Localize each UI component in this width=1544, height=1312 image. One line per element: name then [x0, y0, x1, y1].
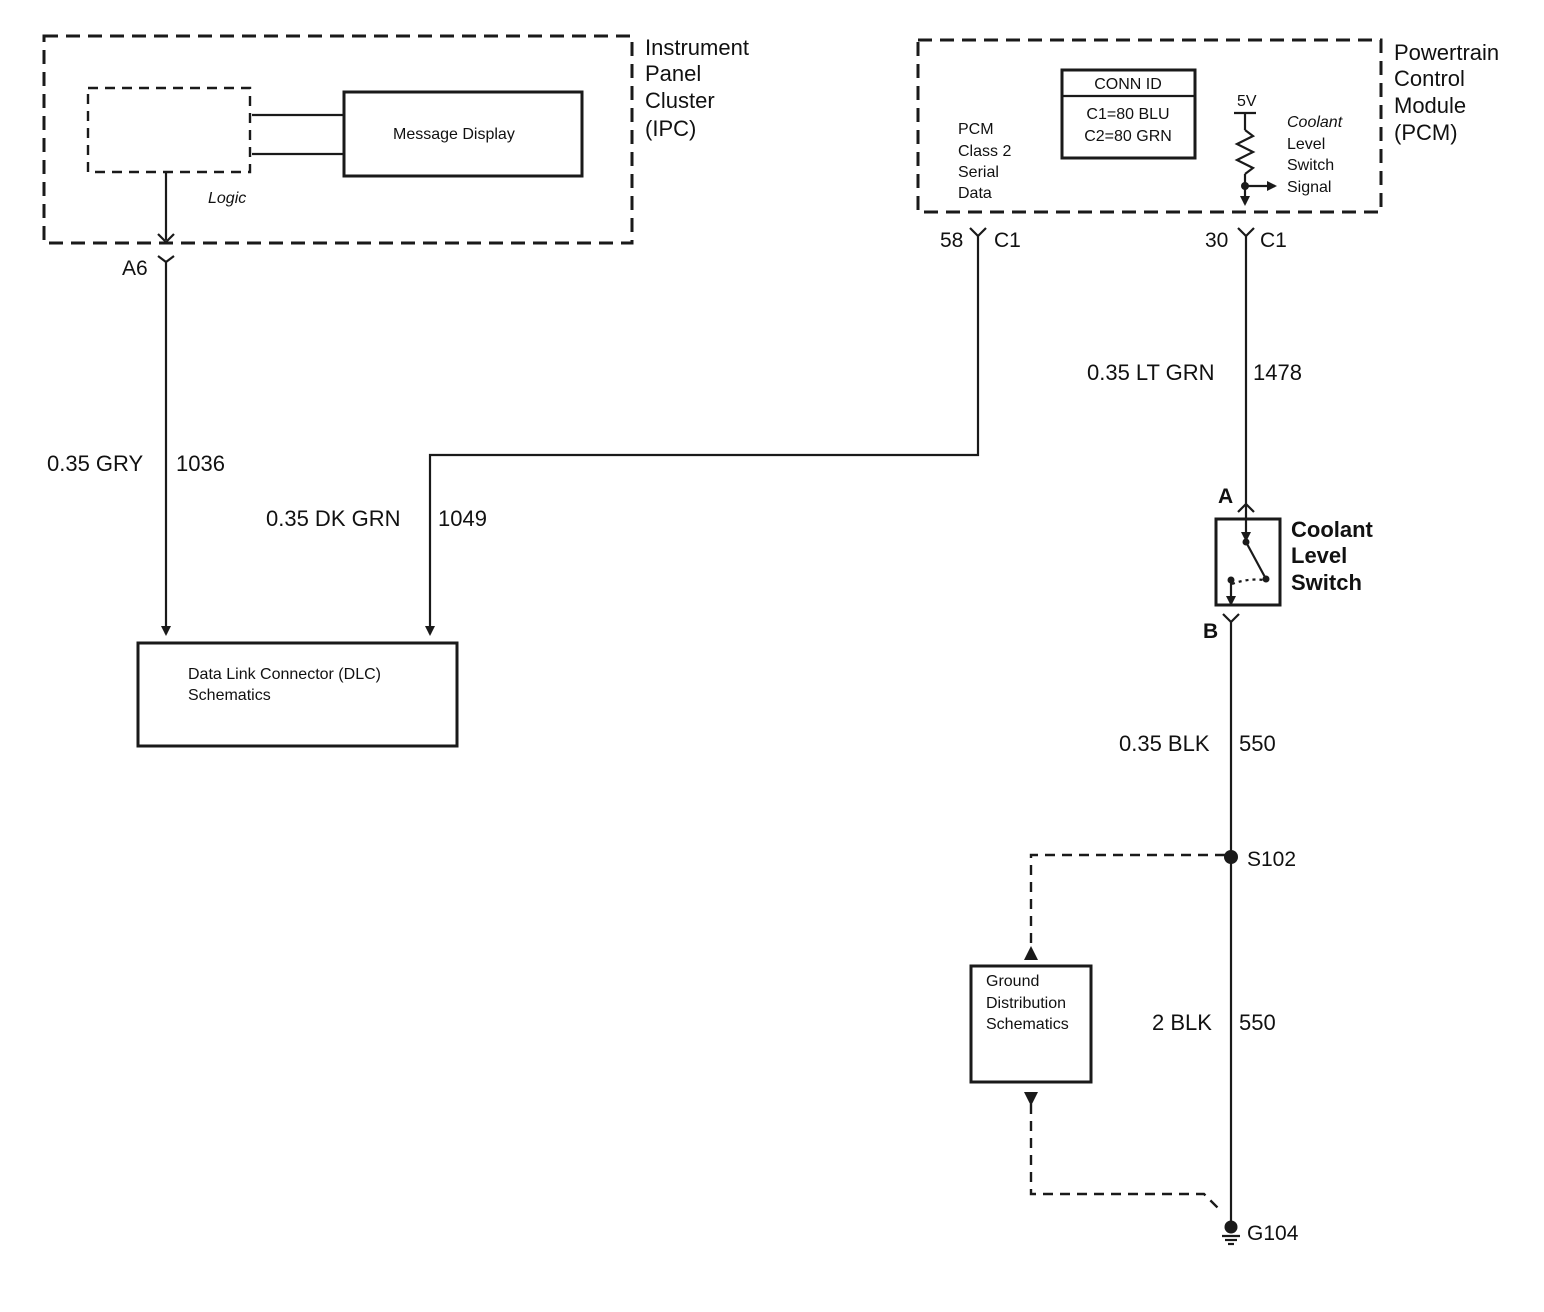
pcm-name-line-2: Control — [1394, 66, 1465, 91]
pcm-pin-30-connector: C1 — [1260, 229, 1287, 252]
wire-1478: 0.35 LT GRN 1478 — [1087, 236, 1302, 508]
dlc-label-line-2: Schematics — [188, 687, 271, 704]
pcm-pin-30-number: 30 — [1205, 229, 1228, 252]
ipc-name-line-2: Panel — [645, 61, 701, 86]
wire-1049-gauge-color: 0.35 DK GRN — [266, 506, 401, 531]
wire-1049: 0.35 DK GRN 1049 — [266, 236, 980, 636]
wire-1478-circuit: 1478 — [1253, 360, 1302, 385]
ipc-name-line-1: Instrument — [645, 35, 749, 60]
switch-body — [1214, 517, 1282, 607]
serial-data-line-2: Class 2 — [958, 143, 1011, 160]
wire-550-lower: 2 BLK 550 — [1152, 857, 1276, 1226]
switch-dotted-link — [1231, 578, 1265, 586]
pullup-voltage-label: 5V — [1237, 93, 1257, 110]
conn-id-line-1: C1=80 BLU — [1086, 106, 1169, 123]
pcm-name-line-1: Powertrain — [1394, 40, 1499, 65]
wire-1049-circuit: 1049 — [438, 506, 487, 531]
conn-id-box: CONN ID C1=80 BLU C2=80 GRN — [1060, 68, 1197, 160]
ipc-name-line-4: (IPC) — [645, 116, 696, 141]
dlc-label-line-1: Data Link Connector (DLC) — [188, 666, 381, 683]
signal-line-4: Signal — [1287, 179, 1331, 196]
switch-contact-arm — [1245, 541, 1267, 580]
wire-1036: 0.35 GRY 1036 — [47, 262, 225, 636]
ipc-pin-a6-label: A6 — [122, 257, 148, 280]
wire-550-upper-gauge-color: 0.35 BLK — [1119, 731, 1210, 756]
pcm-name-line-3: Module — [1394, 93, 1466, 118]
switch-pin-a-label: A — [1218, 485, 1233, 508]
ground-distribution-block: Ground Distribution Schematics — [969, 964, 1093, 1084]
message-display-label: Message Display — [393, 126, 515, 143]
pcm-pin-58-connector: C1 — [994, 229, 1021, 252]
ipc-module: Instrument Panel Cluster (IPC) Logic Mes… — [42, 34, 749, 245]
ipc-logic-label: Logic — [208, 190, 246, 207]
pcm-pin-30: 30 C1 — [1205, 227, 1287, 252]
conn-id-title: CONN ID — [1094, 76, 1162, 93]
pcm-pin-58: 58 C1 — [940, 227, 1021, 252]
pcm-dashed-boundary — [916, 38, 1383, 214]
pcm-module: Powertrain Control Module (PCM) CONN ID … — [916, 38, 1499, 214]
ground-distribution-reference — [1024, 853, 1225, 1213]
ipc-logic-block — [86, 86, 252, 174]
serial-data-line-3: Serial — [958, 164, 999, 181]
switch-name-line-3: Switch — [1291, 570, 1362, 595]
ground-g104: G104 — [1222, 1220, 1299, 1246]
ground-distribution-line-1: Ground — [986, 973, 1039, 990]
wire-550-lower-gauge-color: 2 BLK — [1152, 1010, 1212, 1035]
wire-1036-circuit: 1036 — [176, 451, 225, 476]
switch-pin-b-label: B — [1203, 620, 1218, 643]
ground-distribution-line-2: Distribution — [986, 995, 1066, 1012]
dlc-block: Data Link Connector (DLC) Schematics — [136, 641, 459, 748]
ground-g104-label: G104 — [1247, 1222, 1299, 1245]
coolant-level-switch: A B Coolant Level Switch — [1203, 485, 1374, 643]
wire-550-lower-circuit: 550 — [1239, 1010, 1276, 1035]
wire-550-upper: 0.35 BLK 550 — [1119, 622, 1276, 857]
message-display-block — [342, 90, 584, 178]
switch-name-line-1: Coolant — [1291, 517, 1374, 542]
signal-line-2: Level — [1287, 136, 1325, 153]
ground-distribution-line-3: Schematics — [986, 1016, 1069, 1033]
wire-1036-gauge-color: 0.35 GRY — [47, 451, 144, 476]
serial-data-line-4: Data — [958, 185, 992, 202]
splice-s102-label: S102 — [1247, 848, 1296, 871]
signal-line-1: Coolant — [1287, 114, 1343, 131]
wire-550-upper-circuit: 550 — [1239, 731, 1276, 756]
serial-data-line-1: PCM — [958, 121, 994, 138]
pcm-name-line-4: (PCM) — [1394, 120, 1458, 145]
ipc-name-line-3: Cluster — [645, 88, 715, 113]
splice-s102: S102 — [1224, 848, 1296, 871]
ipc-dashed-boundary — [42, 34, 634, 245]
switch-name-line-2: Level — [1291, 543, 1347, 568]
wire-1478-gauge-color: 0.35 LT GRN — [1087, 360, 1215, 385]
pullup-resistor — [1234, 129, 1256, 175]
switch-pin-b-connector — [1222, 613, 1240, 624]
signal-line-3: Switch — [1287, 157, 1334, 174]
pcm-pin-58-number: 58 — [940, 229, 963, 252]
conn-id-line-2: C2=80 GRN — [1084, 128, 1172, 145]
switch-pin-a-connector — [1237, 502, 1255, 513]
